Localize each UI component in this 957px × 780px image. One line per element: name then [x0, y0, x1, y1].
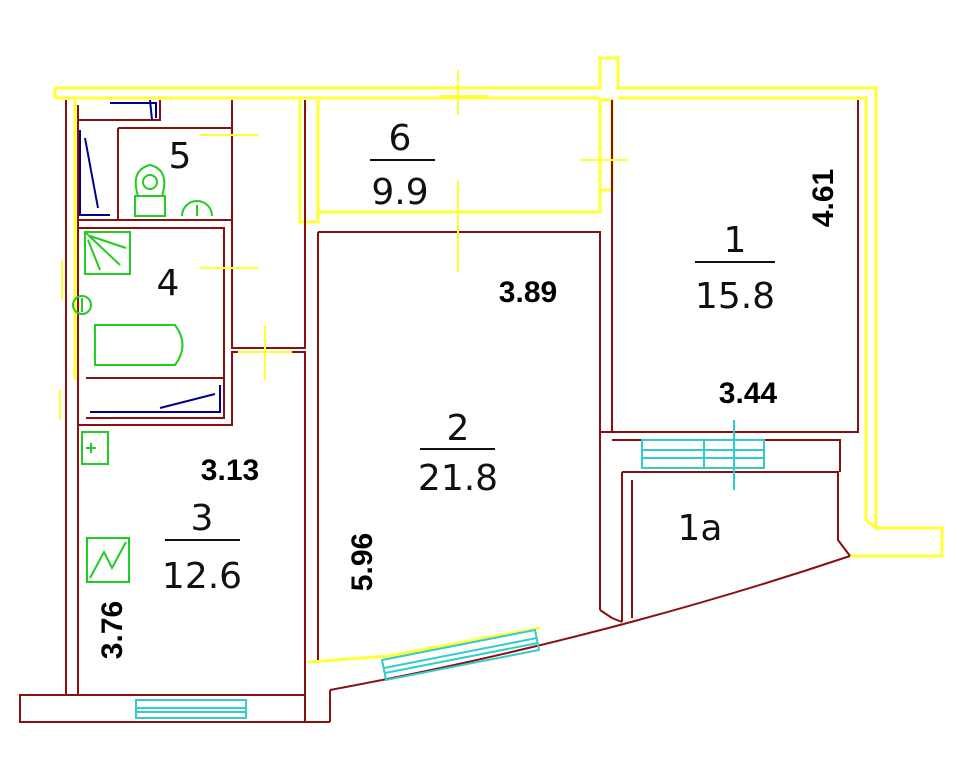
- room-1a-number: 1a: [678, 508, 723, 549]
- axis-markers: [59, 70, 628, 420]
- toilet-icon: [134, 163, 166, 217]
- room-1-area: 15.8: [695, 276, 775, 317]
- room-2-area: 21.8: [418, 458, 498, 499]
- room1-height-dimension: 4.61: [807, 169, 840, 227]
- electrical-panel-icon: [81, 431, 109, 465]
- bathtub-icon: [94, 324, 184, 366]
- room-6-number: 6: [389, 118, 412, 159]
- room-2-number: 2: [447, 408, 470, 449]
- window-room2: [380, 628, 541, 682]
- room-3-area: 12.6: [162, 556, 242, 597]
- room3-width-dimension: 3.13: [201, 454, 259, 487]
- shower-icon: [84, 231, 131, 275]
- room-3-number: 3: [191, 498, 214, 539]
- room-4-number: 4: [157, 263, 180, 304]
- washbasin-icon: [72, 295, 92, 315]
- room-6-area: 9.9: [371, 172, 428, 213]
- room2-width-dimension: 3.89: [499, 276, 557, 309]
- radiator-icon: [86, 537, 130, 583]
- room-labels: 1 15.8 1a 2 21.8 3 12.6 4 5 6 9.9: [157, 118, 776, 597]
- bath-accents: [79, 99, 221, 413]
- dimension-labels: 4.61 3.44 3.89 5.96 3.13 3.76: [96, 169, 840, 659]
- room-5-number: 5: [169, 136, 192, 177]
- room2-height-dimension: 5.96: [346, 533, 379, 591]
- room1-width-dimension: 3.44: [719, 377, 778, 410]
- room-1-number: 1: [724, 220, 747, 261]
- fixtures: [72, 163, 213, 583]
- windows: [135, 420, 765, 719]
- room3-height-dimension: 3.76: [96, 601, 129, 659]
- sink-icon: [181, 200, 213, 217]
- outer-walls: [53, 56, 944, 664]
